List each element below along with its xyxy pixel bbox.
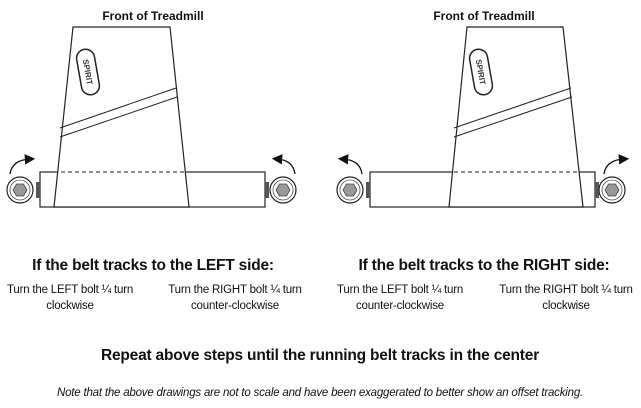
- instruction-line: Turn the RIGHT bolt ¼ turn: [499, 284, 633, 296]
- diagram-title: Front of Treadmill: [433, 9, 535, 23]
- instruction: Turn the RIGHT bolt ¼ turn clockwise: [499, 282, 633, 314]
- instruction-direction: counter-clockwise: [355, 300, 444, 312]
- diagram-title: Front of Treadmill: [102, 9, 204, 23]
- logo-badge: SPIRIT: [468, 48, 494, 96]
- instruction-direction: clockwise: [542, 300, 590, 312]
- treadmill-diagrams: SPIRIT SPIRIT: [6, 26, 630, 208]
- clockwise-arrow-icon: [603, 154, 630, 175]
- svg-text:SPIRIT: SPIRIT: [474, 59, 487, 86]
- running-belt: [448, 26, 584, 208]
- instruction-line: Turn the LEFT bolt ¼ turn: [6, 284, 134, 296]
- instruction-line: Turn the RIGHT bolt ¼ turn: [168, 284, 302, 296]
- diagram-belt-tracks-right: SPIRIT: [336, 26, 630, 208]
- roller-axle-right: [265, 182, 269, 198]
- case-heading-left: If the belt tracks to the LEFT side:: [32, 257, 274, 274]
- scale-note: Note that the above drawings are not to …: [56, 387, 584, 399]
- instruction: Turn the LEFT bolt ¼ turn counter-clockw…: [337, 282, 463, 314]
- svg-text:SPIRIT: SPIRIT: [81, 59, 94, 86]
- counter-clockwise-arrow-icon: [337, 154, 363, 175]
- running-belt: [53, 26, 190, 208]
- right-bolt-icon: [269, 176, 297, 204]
- instruction-direction: clockwise: [46, 300, 94, 312]
- left-bolt-icon: [336, 176, 364, 204]
- diagram-belt-tracks-left: SPIRIT: [6, 26, 297, 208]
- instruction-line: Turn the LEFT bolt ¼ turn: [336, 284, 464, 296]
- instruction-direction: counter-clockwise: [191, 300, 279, 312]
- case-heading-right: If the belt tracks to the RIGHT side:: [358, 257, 610, 274]
- instruction: Turn the LEFT bolt ¼ turn clockwise: [7, 282, 133, 314]
- counter-clockwise-arrow-icon: [271, 154, 296, 175]
- logo-badge: SPIRIT: [75, 48, 101, 96]
- left-bolt-icon: [6, 176, 34, 204]
- clockwise-arrow-icon: [9, 154, 36, 175]
- instruction: Turn the RIGHT bolt ¼ turn counter-clock…: [168, 282, 302, 314]
- right-bolt-icon: [598, 176, 626, 204]
- repeat-instruction: Repeat above steps until the running bel…: [100, 347, 540, 364]
- roller-axle-left: [36, 182, 40, 198]
